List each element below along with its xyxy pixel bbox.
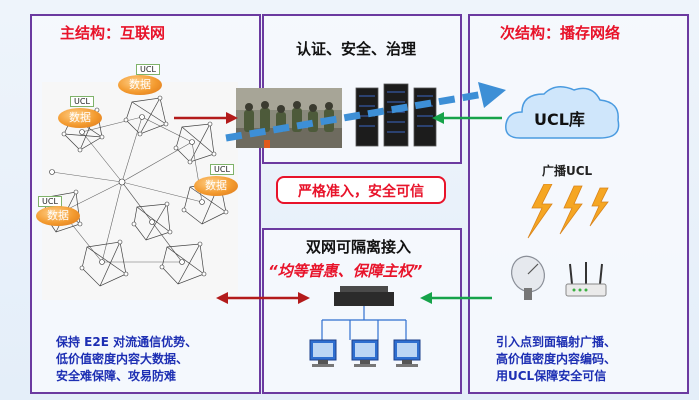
ucl-library-cloud <box>505 86 620 139</box>
broadcast-ucl-label: 广播UCL <box>542 164 593 178</box>
ucl-tag-1: UCL <box>136 64 160 75</box>
sub-structure-description: 引入点到面辐射广播、 高价值密度内容编码、 用UCL保障安全可信 <box>496 334 616 385</box>
right-desc-line-2: 高价值密度内容编码、 <box>496 352 617 366</box>
red-arrow-to-checkpoint <box>174 112 238 124</box>
dashed-blue-arrow <box>225 82 506 142</box>
auth-security-title: 认证、安全、治理 <box>296 40 417 58</box>
checkpoint-photo <box>236 88 342 148</box>
dual-network-panel <box>262 228 462 394</box>
data-bubble-3: 数据 <box>194 176 238 196</box>
equal-access-slogan: “均等普惠、保障主权” <box>268 262 423 280</box>
desc-line-2: 低价值密度内容大数据、 <box>56 352 189 366</box>
server-racks-image <box>355 83 437 147</box>
main-structure-title: 主结构：互联网 <box>60 24 166 42</box>
data-bubble-2: 数据 <box>58 108 102 128</box>
main-structure-description: 保持 E2E 对流通信优势、 低价值密度内容大数据、 安全难保障、攻易防难 <box>56 334 197 385</box>
data-bubble-1: 数据 <box>118 75 162 95</box>
switch-and-computers <box>309 286 421 367</box>
data-bubble-4: 数据 <box>36 206 80 226</box>
ucl-tag-3: UCL <box>210 164 234 175</box>
dual-network-title: 双网可隔离接入 <box>306 238 412 256</box>
ucl-tag-2: UCL <box>70 96 94 107</box>
lightning-icon <box>527 184 609 239</box>
satellite-dish-icon <box>511 255 545 300</box>
strict-access-note: 严格准入，安全可信 <box>276 176 446 204</box>
right-desc-line-3: 用UCL保障安全可信 <box>496 369 607 383</box>
right-desc-line-1: 引入点到面辐射广播、 <box>496 335 617 349</box>
desc-line-3: 安全难保障、攻易防难 <box>56 369 177 383</box>
ucl-library-label: UCL库 <box>534 110 585 129</box>
green-arrow-to-servers <box>432 112 502 124</box>
bidirectional-red-arrow <box>216 292 310 304</box>
sub-structure-title: 次结构：播存网络 <box>500 24 621 42</box>
desc-line-1: 保持 E2E 对流通信优势、 <box>56 335 198 349</box>
router-icon <box>565 262 607 297</box>
green-arrow-to-switch <box>420 292 492 304</box>
